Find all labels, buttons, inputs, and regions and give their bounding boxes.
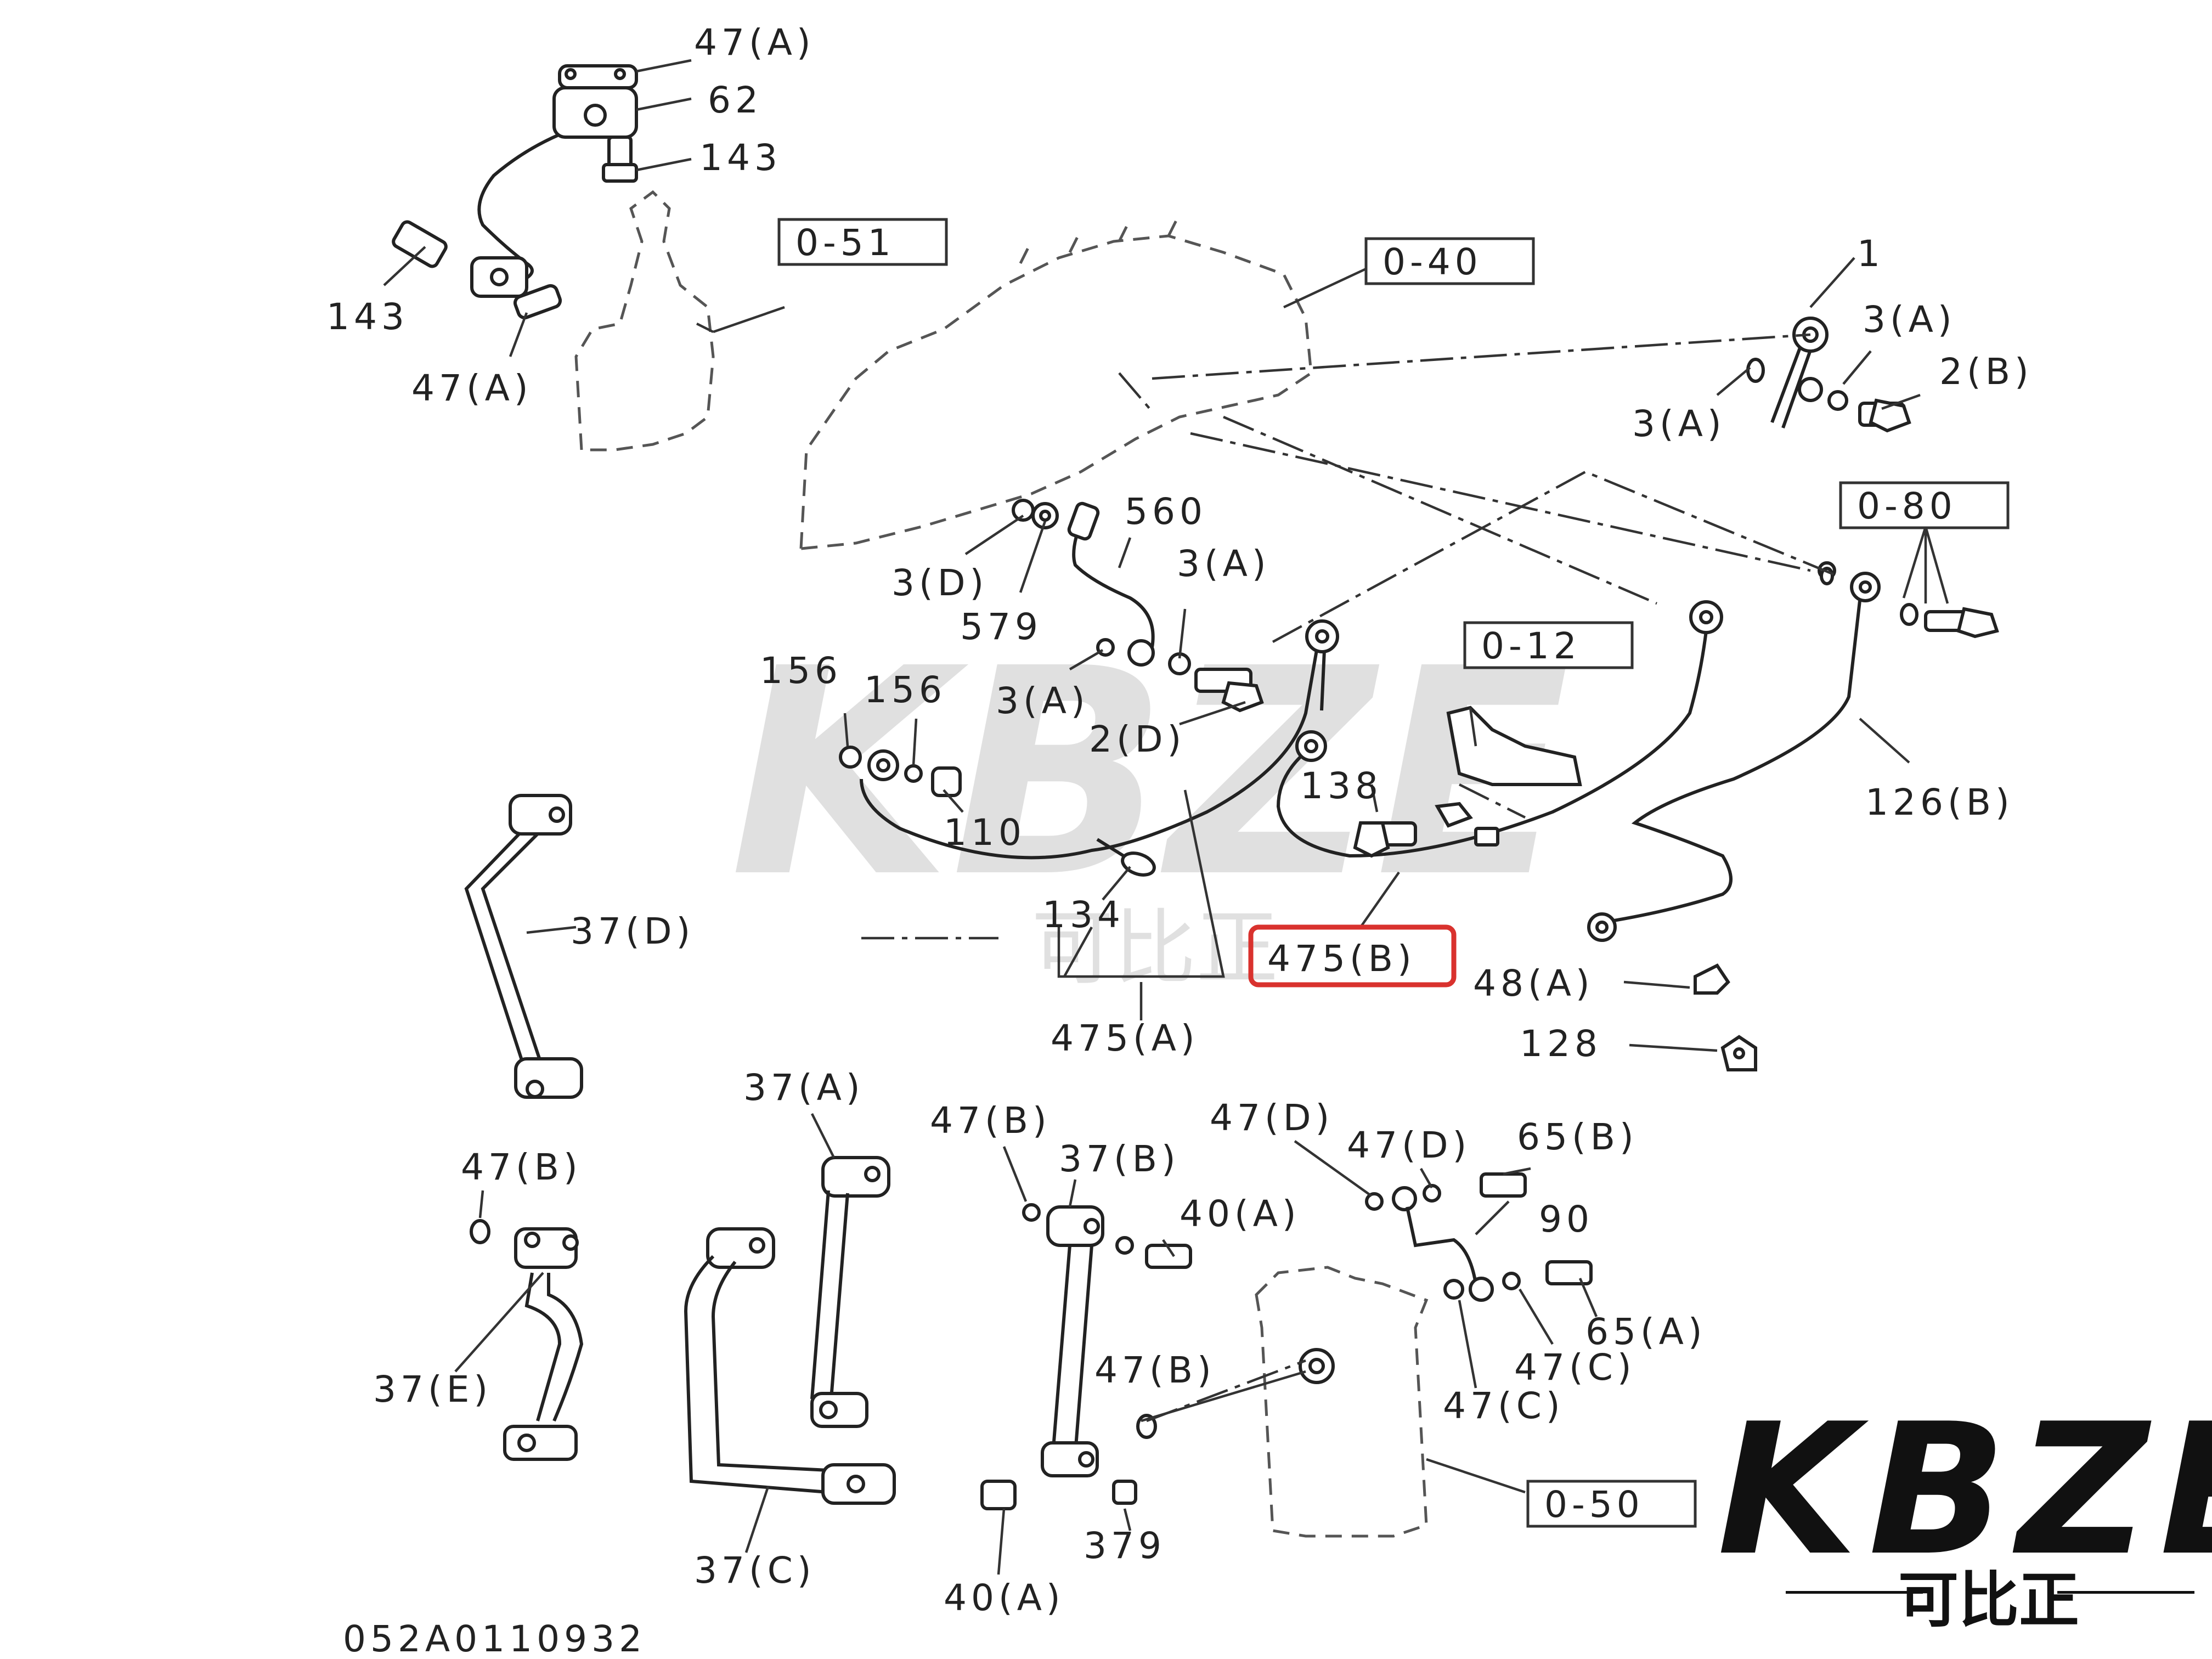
pipe-37a: [810, 1156, 890, 1428]
label-156: 156: [864, 669, 946, 711]
label-65a: 65(A): [1585, 1311, 1707, 1353]
pipe-37e: [470, 1219, 584, 1461]
label-47a: 47(A): [411, 367, 533, 409]
ref-box-0-50: 0-50: [1544, 1483, 1644, 1526]
label-47c: 47(C): [1514, 1346, 1636, 1389]
pipe-62: [392, 64, 638, 320]
label-47d: 47(D): [1210, 1097, 1334, 1139]
label-3a: 3(A): [996, 680, 1090, 722]
leader-lines: [383, 59, 1949, 1575]
highlight-box: [1248, 924, 1457, 988]
label-126b: 126(B): [1865, 781, 2014, 823]
pipe-475b: [1276, 600, 1723, 858]
label-134: 134: [1042, 894, 1125, 936]
engine-outline: [799, 213, 1313, 550]
clip-48a: [1694, 963, 1730, 995]
label-560: 560: [1125, 490, 1207, 533]
label-156: 156: [760, 650, 842, 692]
labels: 47(A) 62 143 143 47(A) 1 3(A) 2(B) 3(A) …: [326, 21, 2033, 1619]
label-37e: 37(E): [373, 1368, 492, 1410]
ref-box-0-40: 0-40: [1383, 241, 1482, 283]
label-128: 128: [1520, 1023, 1602, 1065]
watermark-sub: 可比正: [1031, 901, 1278, 996]
label-1: 1: [1857, 233, 1884, 275]
pipe-37b: [980, 1203, 1192, 1510]
brand-logo-sub: 可比正: [1898, 1565, 2079, 1635]
label-37b: 37(B): [1059, 1138, 1180, 1180]
label-37d: 37(D): [571, 910, 695, 952]
watermark: KBZE 可比正: [730, 607, 1570, 996]
label-40a: 40(A): [944, 1577, 1065, 1619]
label-37c: 37(C): [694, 1549, 816, 1592]
brand-logo-text: KBZE: [1717, 1385, 2212, 1595]
label-47c: 47(C): [1443, 1385, 1565, 1427]
label-138: 138: [1300, 765, 1383, 807]
label-47b: 47(B): [1094, 1349, 1216, 1391]
label-65b: 65(B): [1517, 1116, 1638, 1158]
pipe-37d: [464, 794, 583, 1099]
label-579: 579: [960, 606, 1042, 648]
label-40a: 40(A): [1180, 1193, 1301, 1235]
label-3a: 3(A): [1863, 298, 1956, 341]
label-379: 379: [1084, 1525, 1166, 1567]
label-47b: 47(B): [930, 1099, 1051, 1142]
label-3d: 3(D): [891, 562, 988, 604]
label-47d: 47(D): [1347, 1124, 1471, 1166]
pump-outline: [574, 190, 715, 452]
label-37a: 37(A): [743, 1066, 865, 1109]
diagram-code: 052A0110932: [343, 1618, 646, 1659]
filter-outline: [1255, 1266, 1429, 1538]
pipe-90: [1299, 1172, 1593, 1384]
label-47a: 47(A): [694, 21, 815, 64]
pipe-560: [1012, 499, 1264, 713]
brand-logo: KBZE 可比正: [1717, 1385, 2212, 1635]
label-90: 90: [1539, 1198, 1594, 1240]
label-475b: 475(B): [1267, 938, 1416, 980]
label-3a: 3(A): [1632, 403, 1726, 445]
ref-boxes: 0-51 0-40 0-80 0-12 0-50: [777, 218, 2010, 1528]
ref-box-0-80: 0-80: [1857, 485, 1957, 527]
reference-lines: [696, 322, 1838, 1423]
label-62: 62: [708, 79, 763, 121]
pipe-475a: [839, 619, 1339, 877]
ref-box-0-51: 0-51: [795, 222, 895, 264]
label-48a: 48(A): [1473, 962, 1594, 1005]
label-47b: 47(B): [461, 1146, 582, 1188]
pipe-126b: [1587, 561, 1999, 942]
label-2d: 2(D): [1089, 718, 1186, 760]
pipe-37c: [684, 1227, 896, 1505]
label-3a: 3(A): [1177, 543, 1271, 585]
label-143: 143: [326, 296, 409, 338]
label-143: 143: [699, 137, 782, 179]
bracket-0-12: [1446, 706, 1582, 786]
clip-128: [1720, 1035, 1757, 1071]
label-2b: 2(B): [1939, 351, 2033, 393]
ref-box-0-12: 0-12: [1481, 625, 1581, 667]
label-110: 110: [944, 811, 1026, 854]
label-475a: 475(A): [1051, 1017, 1199, 1059]
